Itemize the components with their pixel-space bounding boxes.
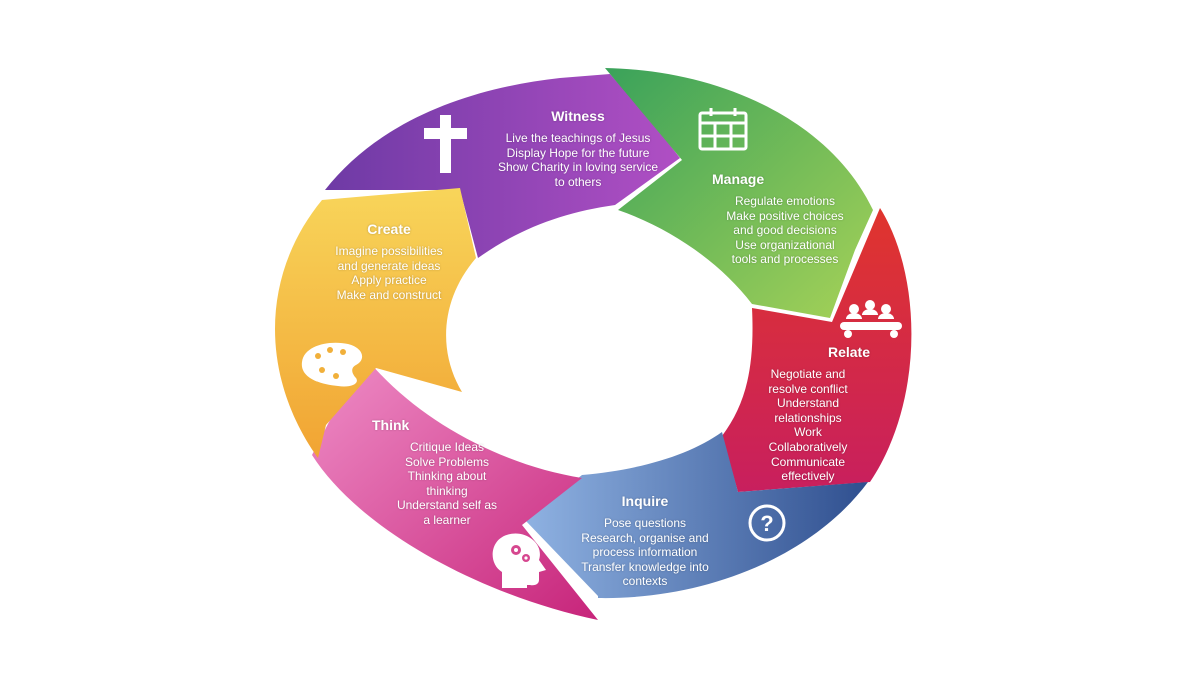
think-line-3: Thinking about [407, 469, 487, 484]
relate-line-5: Work [794, 425, 822, 440]
create-line-2: and generate ideas [337, 258, 441, 273]
witness-title: Witness [551, 108, 605, 124]
create-line-4: Make and construct [336, 287, 442, 302]
inquire-line-5: contexts [622, 574, 668, 589]
relate-line-8: effectively [781, 469, 835, 484]
think-line-2: Solve Problems [404, 454, 490, 469]
head-gears-icon [492, 533, 546, 588]
relate-line-2: resolve conflict [768, 381, 848, 396]
manage-line-3: and good decisions [733, 223, 837, 238]
manage-line-5: tools and processes [731, 252, 839, 267]
manage-text-block: Manage Regulate emotions Make positive c… [690, 170, 880, 267]
witness-text-block: Witness Live the teachings of Jesus Disp… [478, 107, 678, 189]
think-title: Think [372, 417, 410, 433]
relate-title: Relate [827, 344, 870, 360]
segment-relate [722, 208, 912, 492]
relate-text-block: Relate Negotiate and resolve conflict Un… [738, 343, 878, 484]
inquire-text-block: Inquire Pose questions Research, organis… [565, 492, 725, 589]
segment-witness [325, 74, 680, 258]
create-line-1: Imagine possibilities [335, 244, 443, 258]
cross-icon [424, 115, 467, 173]
inquire-line-4: Transfer knowledge into [581, 559, 709, 574]
think-text-block: Think Critique Ideas Solve Problems Thin… [372, 416, 522, 528]
create-text-block: Create Imagine possibilities and generat… [316, 220, 462, 302]
create-title: Create [367, 221, 411, 237]
segment-inquire [525, 432, 868, 599]
relate-line-7: Communicate [770, 454, 846, 469]
inquire-line-2: Research, organise and [581, 530, 709, 545]
calendar-icon [698, 108, 748, 151]
inquire-line-3: process information [592, 545, 698, 560]
svg-text:?: ? [760, 511, 773, 536]
think-line-5: Understand self as [396, 498, 498, 513]
manage-line-1: Regulate emotions [734, 194, 836, 208]
witness-line-3: Show Charity in loving service [497, 160, 659, 175]
relate-line-1: Negotiate and [770, 367, 846, 381]
palette-icon [301, 342, 363, 387]
inquire-title: Inquire [621, 493, 669, 509]
witness-line-2: Display Hope for the future [506, 145, 650, 160]
relate-line-4: relationships [774, 410, 842, 425]
witness-line-4: to others [554, 174, 602, 189]
relate-line-3: Understand [776, 396, 840, 411]
segment-manage [605, 68, 873, 318]
inquire-line-1: Pose questions [603, 516, 687, 530]
think-line-1: Critique Ideas [409, 440, 485, 454]
think-line-4: thinking [426, 483, 468, 498]
relate-line-6: Collaboratively [768, 439, 848, 454]
manage-line-4: Use organizational [735, 237, 835, 252]
segment-create [275, 188, 476, 458]
create-line-3: Apply practice [351, 273, 427, 288]
think-line-6: a learner [423, 512, 471, 527]
witness-line-1: Live the teachings of Jesus [505, 131, 651, 145]
manage-title: Manage [712, 171, 765, 187]
question-mark-icon: ? [748, 504, 786, 542]
group-meeting-icon [840, 300, 902, 338]
manage-line-2: Make positive choices [726, 208, 844, 223]
